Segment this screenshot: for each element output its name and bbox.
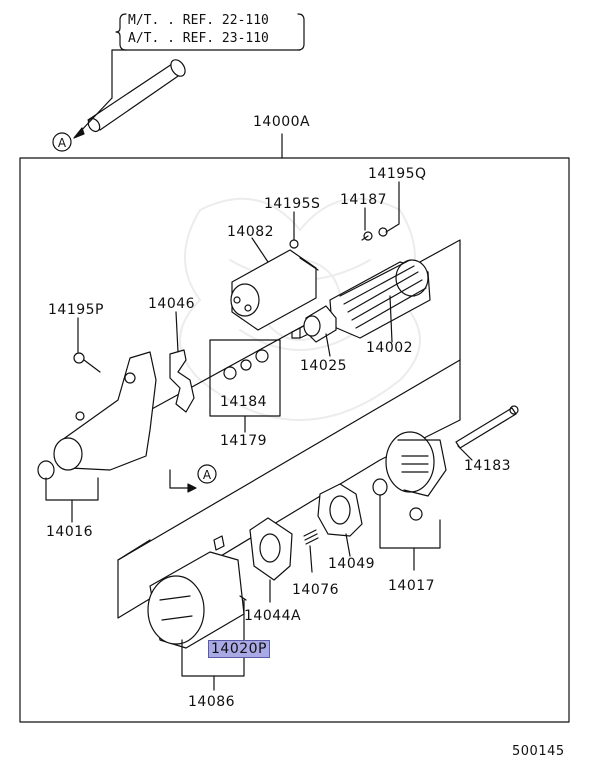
assembly-frame — [19, 133, 570, 723]
part-label-14195s[interactable]: 14195S — [264, 196, 321, 212]
solenoid-drawing — [230, 249, 319, 331]
bushing-14016 — [37, 460, 55, 480]
part-label-14049[interactable]: 14049 — [328, 556, 376, 572]
ref-bracket — [111, 13, 305, 99]
seal-kit-box — [209, 339, 281, 433]
through-bolt-drawing — [455, 405, 519, 449]
part-label-14076[interactable]: 14076 — [292, 582, 340, 598]
part-label-14183[interactable]: 14183 — [464, 458, 512, 474]
spring-14076 — [303, 529, 319, 545]
front-housing-drawing — [53, 351, 157, 471]
part-label-14017[interactable]: 14017 — [388, 578, 436, 594]
bushing-rear — [372, 478, 388, 496]
brush-holder-14044a — [249, 517, 293, 581]
part-label-14020p-highlighted[interactable]: 14020P — [208, 640, 270, 658]
part-label-14082[interactable]: 14082 — [227, 224, 275, 240]
cap-rear — [409, 507, 423, 521]
ref-mt: M/T. . REF. 22-110 — [128, 13, 269, 28]
part-label-14179[interactable]: 14179 — [220, 433, 268, 449]
part-label-14187[interactable]: 14187 — [340, 192, 388, 208]
part-label-14016[interactable]: 14016 — [46, 524, 94, 540]
brush-plate-14049 — [317, 483, 363, 537]
ref-at: A/T. . REF. 23-110 — [128, 31, 269, 46]
callout-a-top — [52, 132, 72, 152]
shift-lever-drawing — [169, 349, 195, 413]
part-label-14195p[interactable]: 14195P — [48, 302, 104, 318]
small-hardware — [289, 227, 388, 249]
part-label-14002[interactable]: 14002 — [366, 340, 414, 356]
yoke-drawing — [147, 535, 247, 649]
pinion-drawing — [303, 305, 337, 343]
part-label-14195q[interactable]: 14195Q — [368, 166, 427, 182]
part-label-14086[interactable]: 14086 — [188, 694, 236, 710]
mounting-bolt-drawing — [87, 59, 186, 133]
callout-a-middle — [197, 464, 217, 484]
callout-a-top-letter: A — [58, 136, 67, 150]
nut-14195p — [73, 352, 85, 364]
part-label-14044a[interactable]: 14044A — [244, 608, 302, 624]
rear-cover-drawing — [385, 431, 447, 497]
brush-group-box — [117, 359, 461, 561]
part-label-14046[interactable]: 14046 — [148, 296, 196, 312]
diagram-number: 500145 — [512, 744, 565, 759]
part-label-14000a[interactable]: 14000A — [253, 114, 311, 130]
part-label-14025[interactable]: 14025 — [300, 358, 348, 374]
callout-a-middle-letter: A — [203, 468, 212, 482]
part-label-14184[interactable]: 14184 — [220, 394, 268, 410]
